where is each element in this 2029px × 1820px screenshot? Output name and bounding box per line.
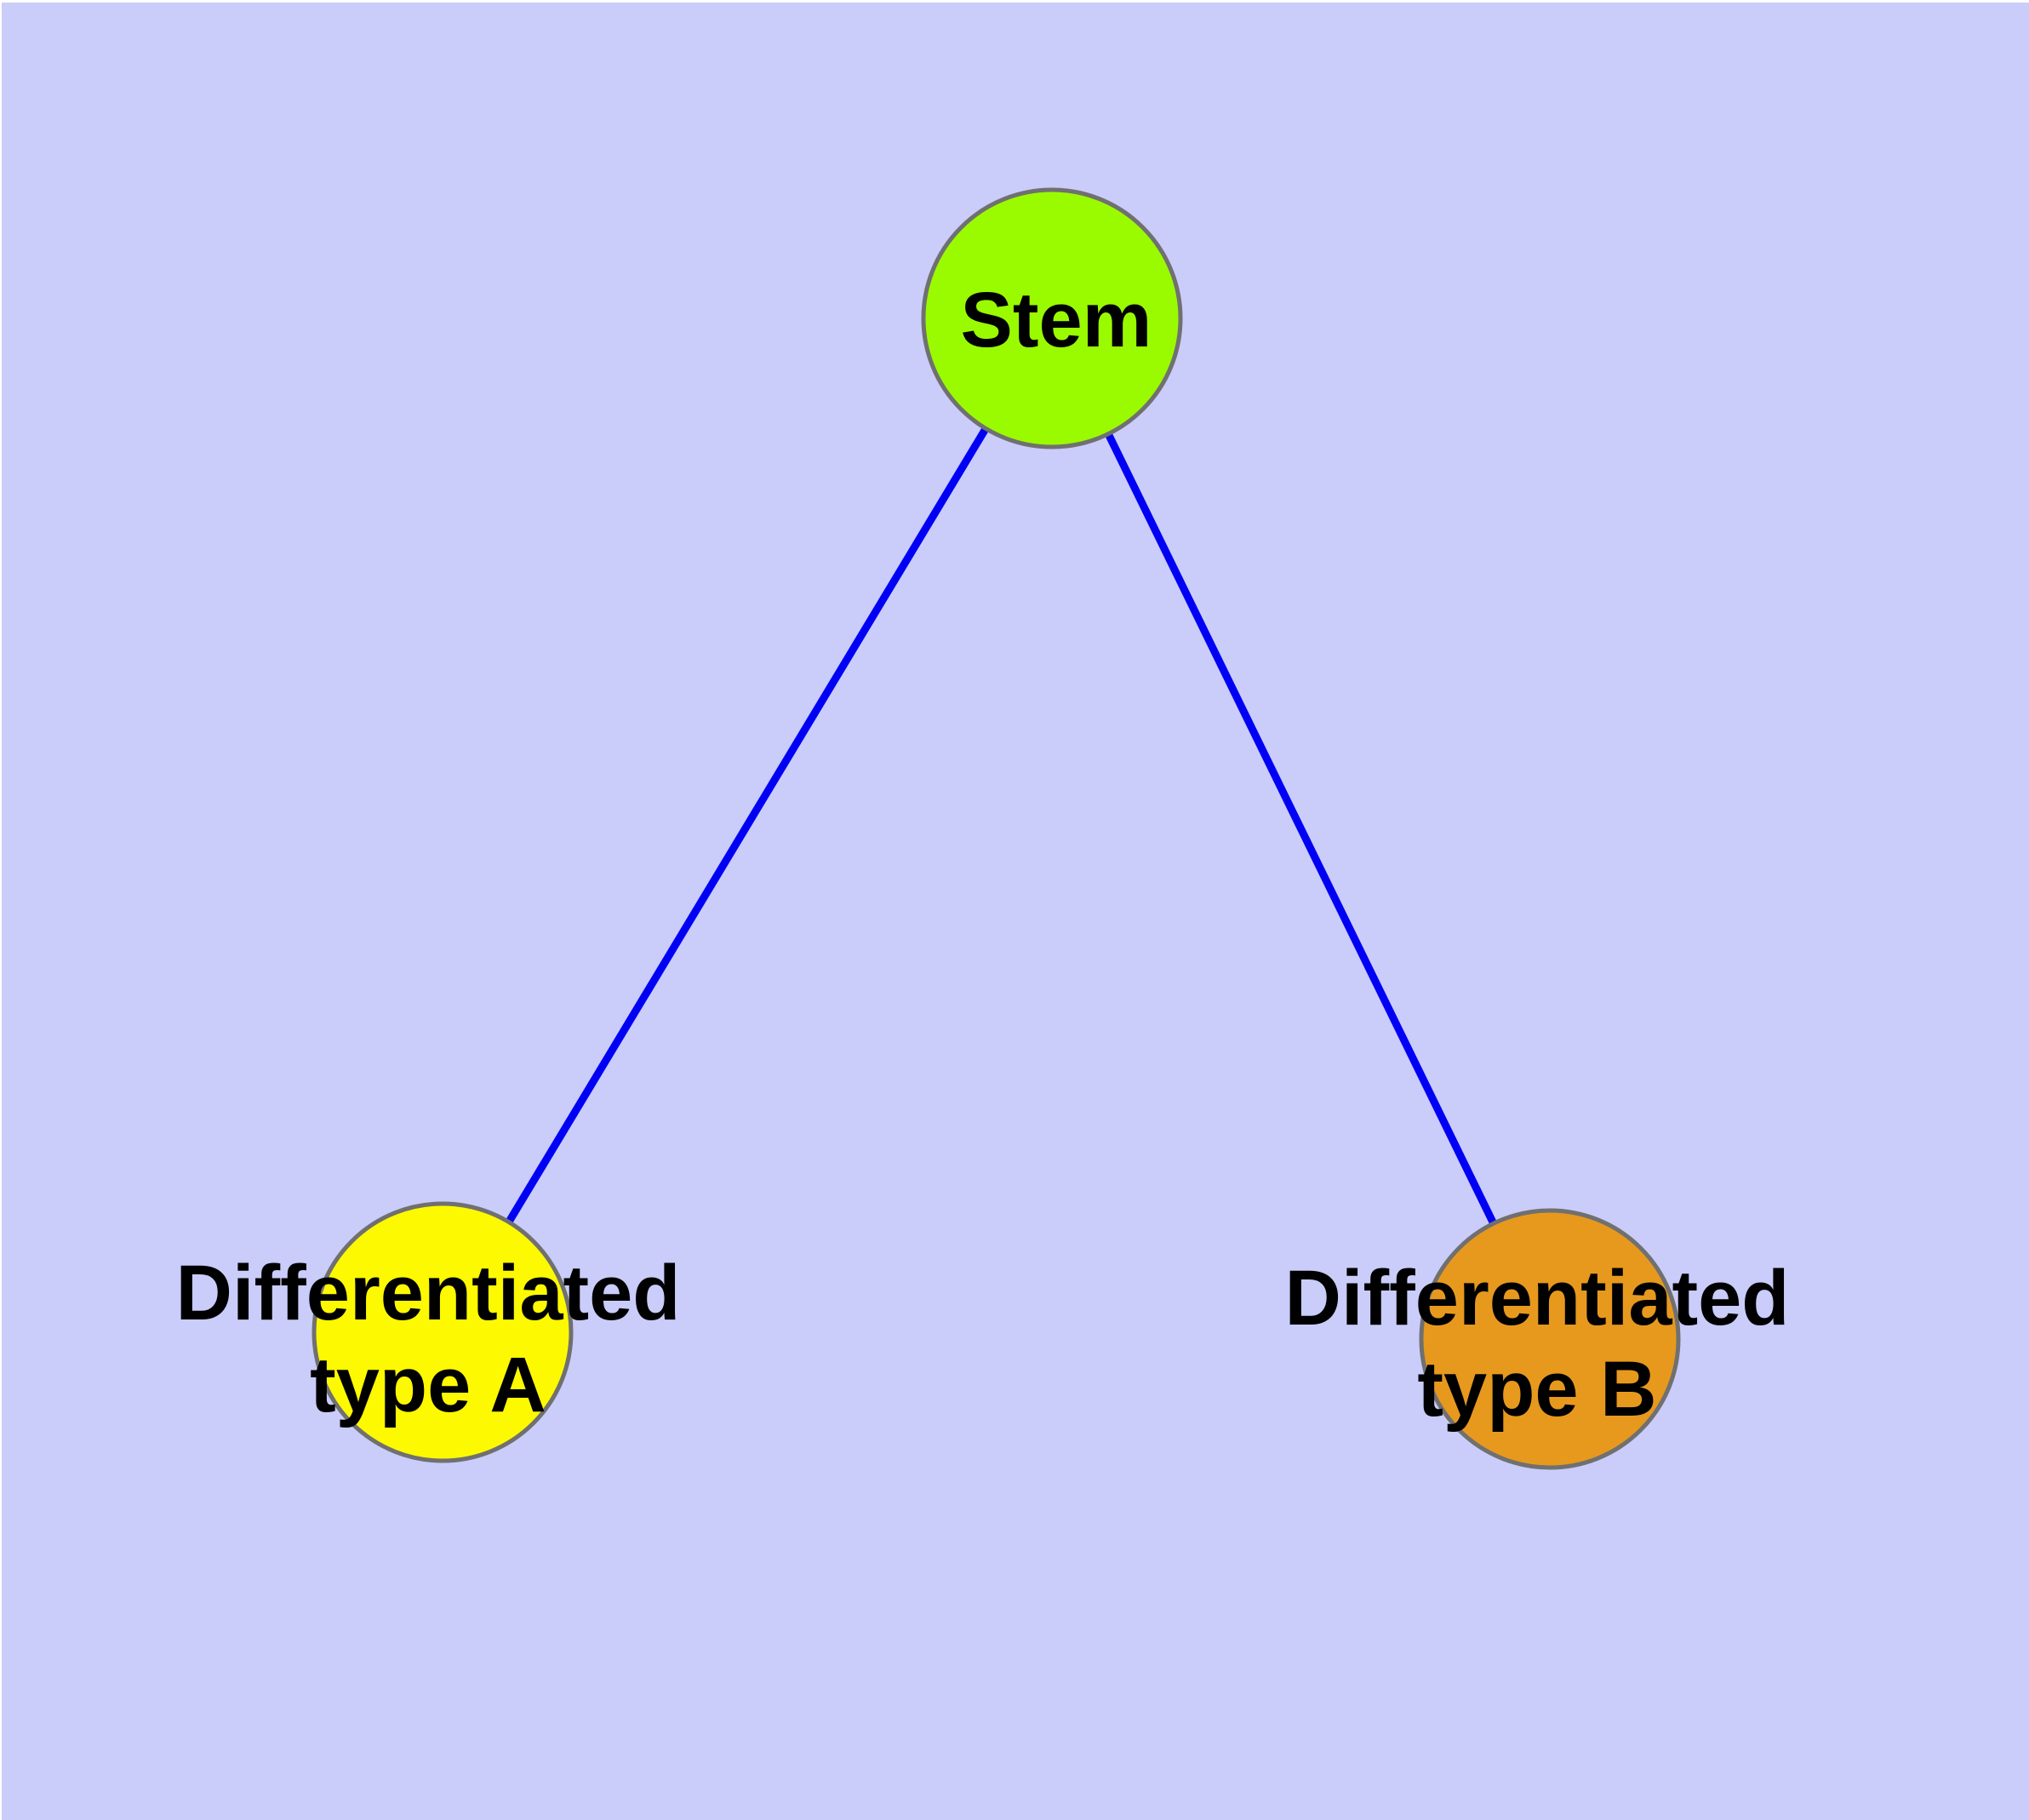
- edge-stem-to-type-a: [439, 316, 1055, 1335]
- label-layer: Stem Differentiated type A Differentiate…: [176, 277, 1790, 1433]
- node-type-a-label-line-1: Differentiated: [176, 1250, 681, 1336]
- node-stem: [921, 187, 1183, 449]
- node-type-b-label-line-1: Differentiated: [1285, 1255, 1790, 1342]
- node-type-a-label-line-2: type A: [310, 1342, 546, 1428]
- node-layer: [311, 187, 1681, 1470]
- node-type-b: [1419, 1208, 1681, 1470]
- node-type-a: [311, 1201, 574, 1463]
- node-stem-label: Stem: [961, 277, 1152, 363]
- edge-stem-to-type-b: [1048, 317, 1554, 1341]
- edge-layer: [439, 316, 1554, 1341]
- node-type-b-label-line-2: type B: [1417, 1346, 1656, 1433]
